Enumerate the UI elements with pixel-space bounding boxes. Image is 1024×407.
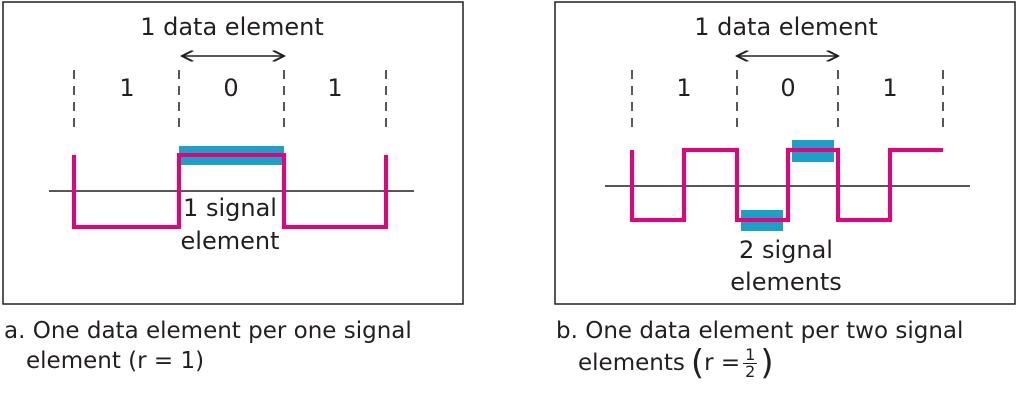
ratio-fraction: 1 2 [743, 344, 758, 381]
ratio-numerator: 1 [743, 344, 758, 364]
panel-a-signal-label-line2: element [181, 227, 280, 255]
panel-a-bit-dividers [73, 70, 387, 130]
panel-a-data-element-label: 1 data element [140, 13, 324, 41]
panel-b-bit: 1 [676, 74, 691, 102]
ratio-close-paren: ) [760, 343, 774, 383]
panel-b-signal-waveform [630, 148, 943, 222]
ratio-prefix: r = [704, 350, 741, 376]
panel-b-data-element-label: 1 data element [694, 13, 878, 41]
panel-b-bit: 0 [780, 74, 795, 102]
panel-b-caption-line2-prefix: elements [578, 350, 685, 376]
panel-b-signal-label-line1: 2 signal [739, 236, 833, 264]
panel-b-bit: 1 [882, 74, 897, 102]
panel-a-caption: a. One data element per one signal eleme… [4, 316, 412, 376]
panel-a-bit: 1 [327, 74, 342, 102]
panel-a-caption-line2: element (r = 1) [26, 348, 205, 374]
panel-b-bit-dividers [631, 70, 944, 130]
panel-b: 1 data element 1 0 1 2 signal elements [554, 1, 1016, 305]
panel-b-caption-line2: elements ( r = 1 2 ) [556, 346, 963, 380]
panel-a-signal-label-line1: 1 signal [183, 194, 277, 222]
panel-b-caption-line1: b. One data element per two signal [556, 318, 964, 344]
panel-a-bit: 1 [119, 74, 134, 102]
ratio-denominator: 2 [745, 361, 756, 381]
panel-a: 1 data element 1 0 1 1 signal element [2, 1, 464, 305]
panel-a-bit: 0 [223, 74, 238, 102]
ratio-open-paren: ( [690, 343, 705, 383]
panel-b-signal-label-line2: elements [730, 268, 841, 296]
panel-a-caption-line1: a. One data element per one signal [4, 318, 412, 344]
panel-a-frame [2, 1, 464, 305]
panel-b-frame [554, 1, 1016, 305]
panel-a-signal-waveform [72, 153, 388, 229]
panel-b-caption: b. One data element per two signal eleme… [556, 316, 963, 380]
